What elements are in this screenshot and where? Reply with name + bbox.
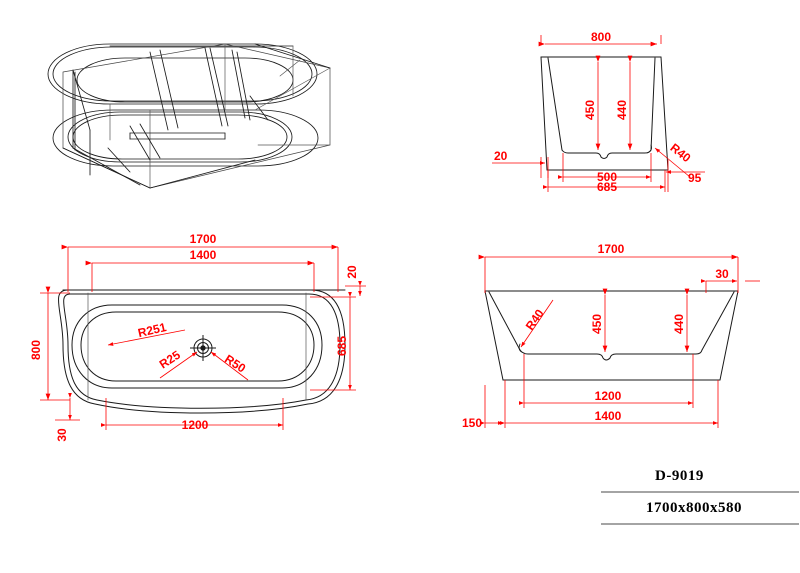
dim-800-plan: 800 [29, 340, 43, 360]
dim-1400-plan: 1400 [190, 248, 217, 262]
dim-30-front: 30 [715, 267, 729, 281]
dim-1400-front: 1400 [595, 409, 622, 423]
dim-685-plan: 685 [335, 336, 349, 356]
dim-1200-front: 1200 [595, 389, 622, 403]
front-section-view: 1700 30 450 440 1200 1400 150 R40 [462, 242, 760, 430]
title-block-overall-size: 1700x800x580 [646, 500, 742, 516]
dim-450-end: 450 [583, 100, 597, 120]
dim-20-end: 20 [494, 149, 508, 163]
dim-30-plan: 30 [55, 428, 69, 442]
dim-20-plan: 20 [345, 265, 359, 279]
dim-1700-plan: 1700 [190, 232, 217, 246]
dim-1700-front: 1700 [598, 242, 625, 256]
dim-150-front: 150 [462, 416, 482, 430]
dim-500-end: 500 [597, 170, 617, 184]
dim-r25-plan: R25 [157, 348, 183, 372]
dim-800-end: 800 [591, 30, 611, 44]
dim-95-end: 95 [688, 171, 702, 185]
dim-440-front: 440 [672, 314, 686, 334]
end-elevation-view: 800 450 440 20 500 685 95 R40 [492, 30, 705, 194]
title-block-rules [601, 491, 799, 525]
drain-symbol [190, 335, 216, 361]
dim-1200-plan: 1200 [182, 418, 209, 432]
plan-top-view: 1700 1400 800 685 20 30 1200 R251 R25 R5… [29, 232, 366, 442]
dim-685-end: 685 [597, 180, 617, 194]
dim-440-end: 440 [615, 100, 629, 120]
dim-r50-plan: R50 [222, 352, 248, 376]
title-block-model-code: D-9019 [655, 468, 704, 484]
dim-450-front: 450 [590, 314, 604, 334]
dim-r251-plan: R251 [137, 320, 168, 340]
dim-r40-front: R40 [523, 306, 547, 332]
isometric-wireframe-view [47, 43, 331, 189]
